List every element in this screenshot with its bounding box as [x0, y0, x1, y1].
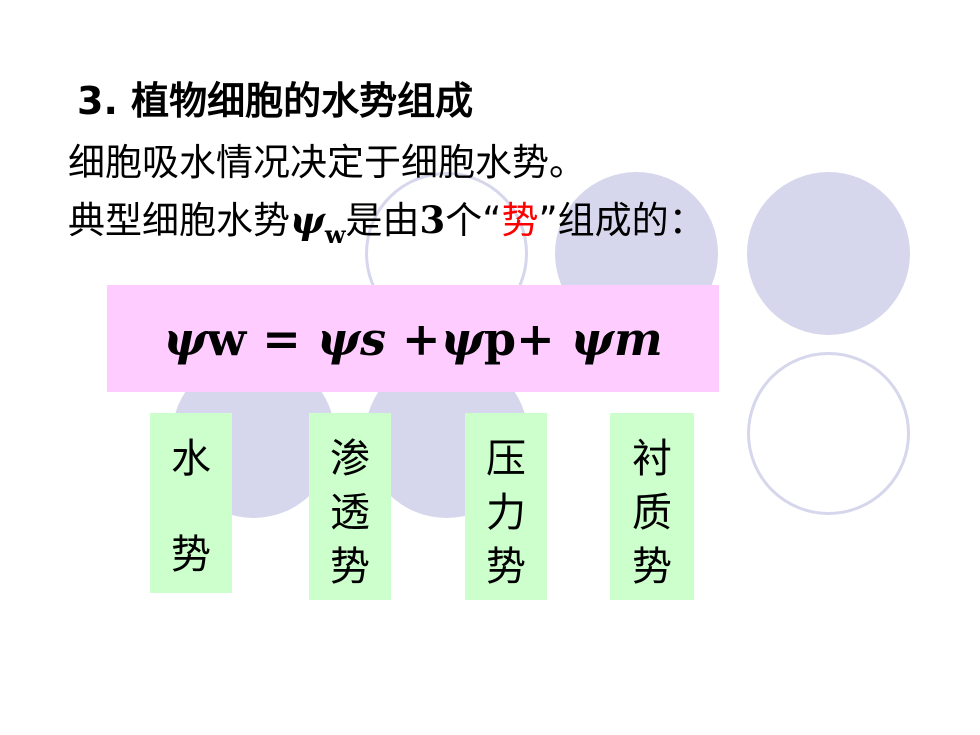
formula-w: w: [206, 311, 247, 366]
psi-subscript: w: [324, 220, 346, 249]
component-char: 势: [632, 544, 672, 590]
component-char: 渗: [330, 436, 370, 482]
line2-suffix2: ”组成的：: [538, 199, 706, 242]
component-char: 水: [171, 436, 211, 482]
formula-m: m: [613, 311, 663, 366]
decor-circle-outline-2: [747, 352, 910, 515]
component-char: 压: [486, 436, 526, 482]
component-char: 势: [330, 544, 370, 590]
formula-psi-1: ψ: [163, 311, 207, 366]
component-char: 势: [486, 544, 526, 590]
component-box-matric-potential: 衬 质 势: [610, 413, 694, 600]
body-line-1: 细胞吸水情况决定于细胞水势。: [68, 141, 586, 184]
slide-title: 3. 植物细胞的水势组成: [77, 79, 474, 123]
component-box-pressure-potential: 压 力 势: [465, 413, 547, 600]
component-char: 力: [486, 490, 526, 536]
decor-circle-fill-2: [747, 172, 910, 335]
psi-symbol: ψ: [290, 198, 325, 242]
formula-s: s: [360, 311, 387, 366]
line2-number: 3: [419, 198, 446, 242]
component-box-water-potential: 水 势: [150, 413, 232, 593]
formula-psi-4: ψ: [570, 311, 614, 366]
formula-plus-1: +: [386, 311, 441, 366]
highlight-word: 势: [501, 199, 539, 242]
body-line-2: 典型细胞水势ψw是由3个“势”组成的：: [68, 190, 706, 249]
line2-prefix: 典型细胞水势: [68, 199, 290, 242]
line2-suffix1: 个“: [445, 199, 502, 242]
formula-plus-2: +: [516, 311, 571, 366]
formula-psi-3: ψ: [440, 311, 484, 366]
component-box-osmotic-potential: 渗 透 势: [309, 413, 391, 600]
line2-middle: 是由: [345, 199, 420, 242]
component-char: 透: [330, 490, 370, 536]
component-char: 质: [632, 490, 672, 536]
formula-p: p: [483, 311, 517, 366]
component-char: 衬: [632, 436, 672, 482]
component-char: 势: [171, 532, 211, 578]
formula-psi-2: ψ: [316, 311, 361, 366]
formula-equals: =: [246, 311, 317, 366]
